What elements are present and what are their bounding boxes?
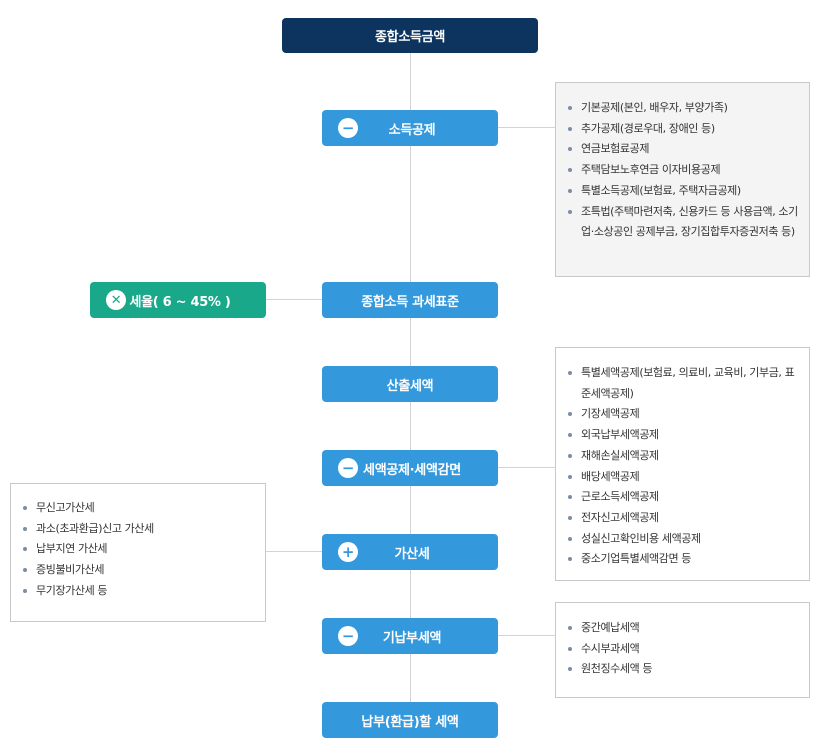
connector-income-deduction [498,127,555,128]
node-additional-tax[interactable]: + 가산세 [322,534,498,570]
list-item: 외국납부세액공제 [568,425,799,446]
node-income-deduction-label: 소득공제 [388,122,436,138]
additional-tax-list: 무신고가산세 과소(초과환급)신고 가산세 납부지연 가산세 증빙불비가산세 무… [23,498,255,602]
list-item: 추가공제(경로우대, 장애인 등) [568,119,799,140]
node-tax-credit-label: 세액공제·세액감면 [363,462,461,478]
list-item: 과소(초과환급)신고 가산세 [23,519,255,540]
minus-icon: − [338,458,358,478]
node-income-deduction[interactable]: − 소득공제 [322,110,498,146]
panel-income-deduction: 기본공제(본인, 배우자, 부양가족) 추가공제(경로우대, 장애인 등) 연금… [555,82,810,277]
income-deduction-list: 기본공제(본인, 배우자, 부양가족) 추가공제(경로우대, 장애인 등) 연금… [568,98,799,243]
list-item: 중소기업특별세액감면 등 [568,549,799,570]
list-item: 증빙불비가산세 [23,560,255,581]
node-tax-rate-label: 세율( 6 ~ 45% ) [129,294,231,310]
minus-icon: − [338,626,358,646]
panel-prepaid-tax: 중간예납세액 수시부과세액 원천징수세액 등 [555,602,810,698]
list-item: 전자신고세액공제 [568,508,799,529]
node-calculated-tax-label: 산출세액 [386,378,434,394]
node-payable-tax: 납부(환급)할 세액 [322,702,498,738]
list-item: 기본공제(본인, 배우자, 부양가족) [568,98,799,119]
minus-icon: − [338,118,358,138]
node-payable-tax-label: 납부(환급)할 세액 [361,714,459,730]
tax-credit-list: 특별세액공제(보험료, 의료비, 교육비, 기부금, 표준세액공제) 기장세액공… [568,363,799,570]
close-icon: ✕ [106,290,126,310]
list-item: 무기장가산세 등 [23,581,255,602]
list-item: 원천징수세액 등 [568,659,799,680]
panel-additional-tax: 무신고가산세 과소(초과환급)신고 가산세 납부지연 가산세 증빙불비가산세 무… [10,483,266,622]
connector-prepaid-tax [498,635,555,636]
list-item: 특별세액공제(보험료, 의료비, 교육비, 기부금, 표준세액공제) [568,363,799,404]
node-prepaid-tax-label: 기납부세액 [382,630,442,646]
connector-tax-rate [266,299,322,300]
node-tax-credit[interactable]: − 세액공제·세액감면 [322,450,498,486]
prepaid-tax-list: 중간예납세액 수시부과세액 원천징수세액 등 [568,618,799,680]
node-total-income: 종합소득금액 [282,18,538,53]
node-prepaid-tax[interactable]: − 기납부세액 [322,618,498,654]
node-tax-base: 종합소득 과세표준 [322,282,498,318]
node-calculated-tax: 산출세액 [322,366,498,402]
list-item: 무신고가산세 [23,498,255,519]
list-item: 연금보험료공제 [568,139,799,160]
list-item: 조특법(주택마련저축, 신용카드 등 사용금액, 소기업·소상공인 공제부금, … [568,202,799,243]
list-item: 배당세액공제 [568,467,799,488]
list-item: 특별소득공제(보험료, 주택자금공제) [568,181,799,202]
list-item: 중간예납세액 [568,618,799,639]
list-item: 성실신고확인비용 세액공제 [568,529,799,550]
connector-additional-tax [266,551,322,552]
panel-tax-credit: 특별세액공제(보험료, 의료비, 교육비, 기부금, 표준세액공제) 기장세액공… [555,347,810,581]
list-item: 근로소득세액공제 [568,487,799,508]
list-item: 납부지연 가산세 [23,539,255,560]
node-tax-base-label: 종합소득 과세표준 [361,294,459,310]
node-additional-tax-label: 가산세 [394,546,430,562]
node-tax-rate[interactable]: ✕ 세율( 6 ~ 45% ) [90,282,266,318]
list-item: 주택담보노후연금 이자비용공제 [568,160,799,181]
plus-icon: + [338,542,358,562]
connector-tax-credit [498,467,555,468]
list-item: 재해손실세액공제 [568,446,799,467]
node-total-income-label: 종합소득금액 [375,30,445,45]
list-item: 수시부과세액 [568,639,799,660]
list-item: 기장세액공제 [568,404,799,425]
